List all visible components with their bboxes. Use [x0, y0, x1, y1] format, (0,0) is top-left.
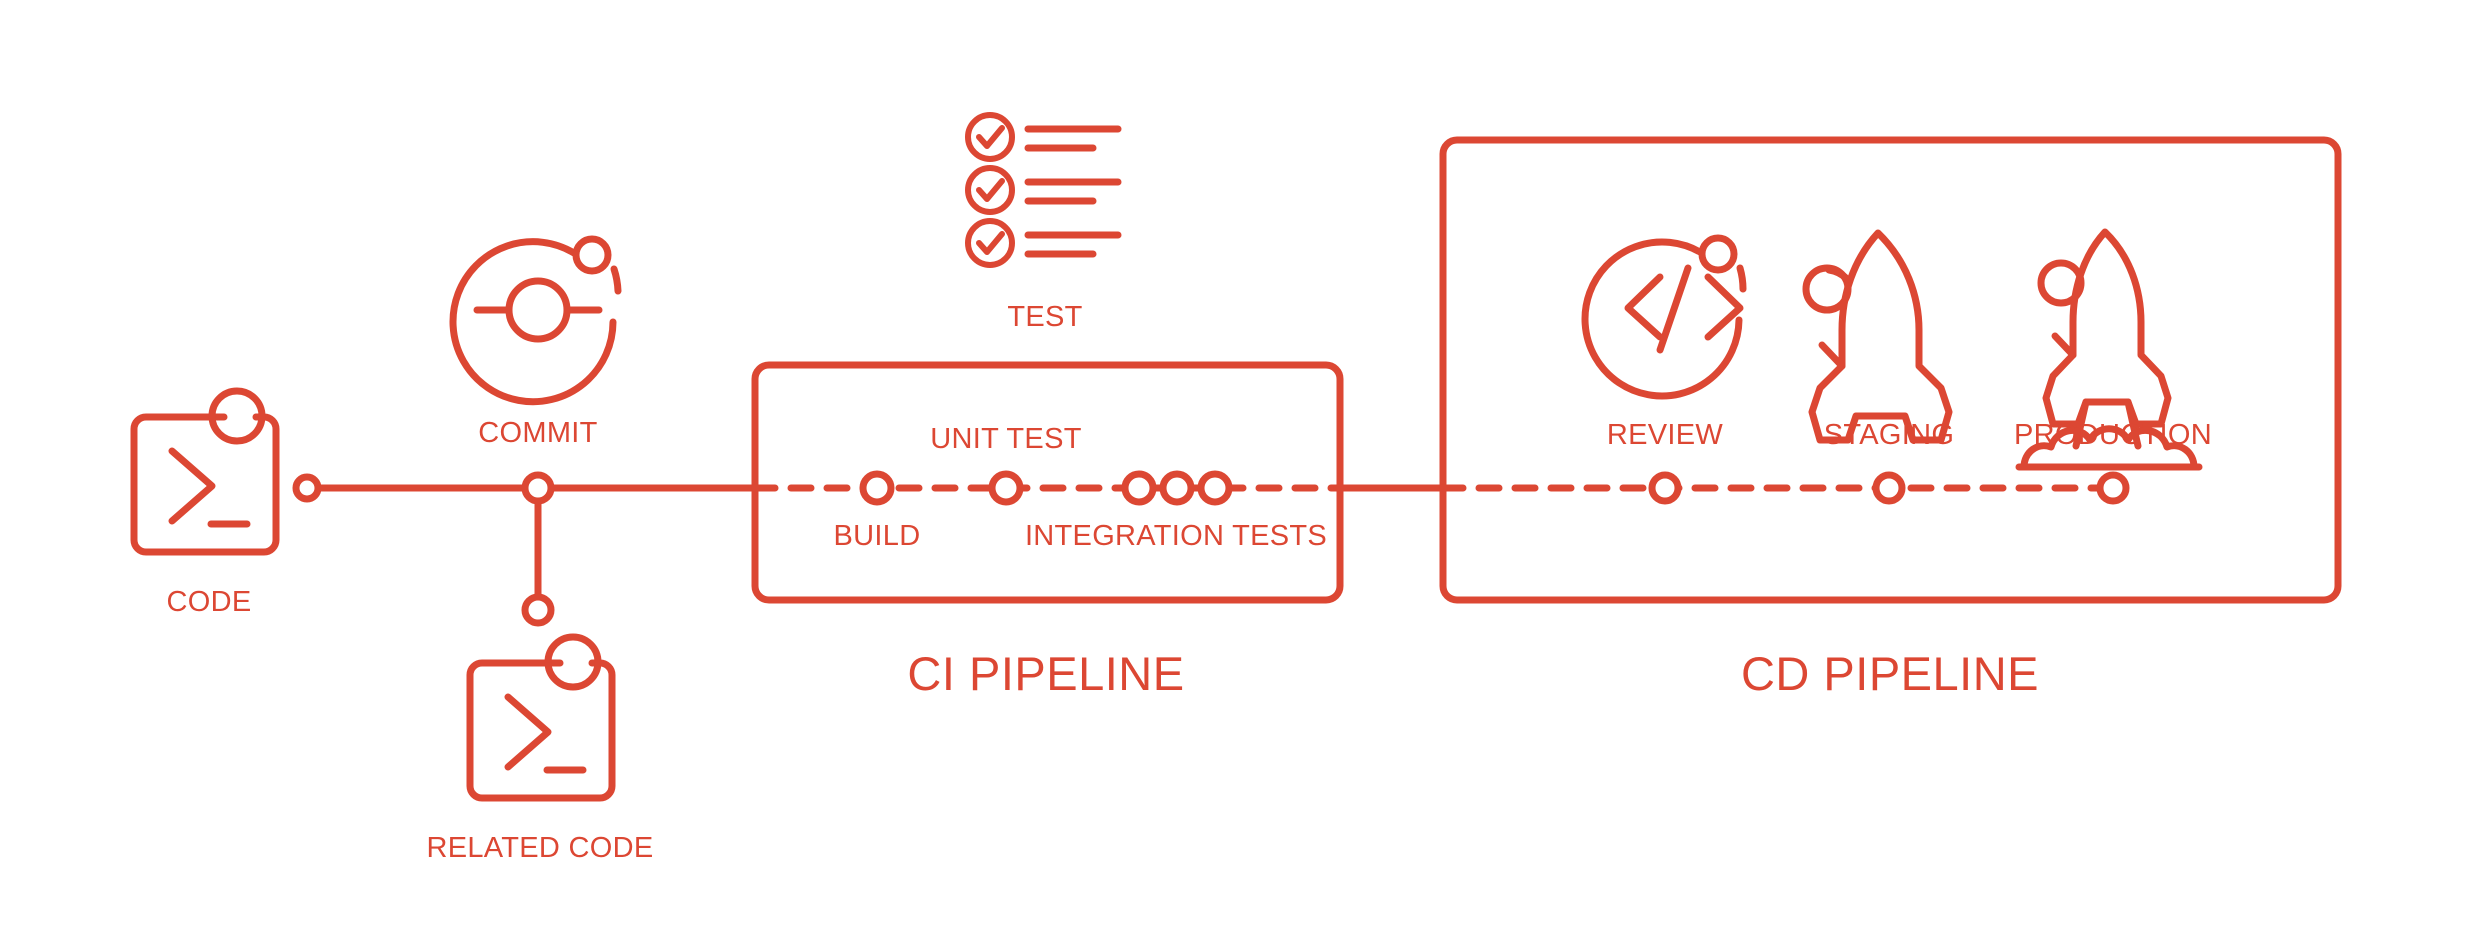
unit-test-label: UNIT TEST — [930, 423, 1081, 455]
cd-pipeline-box — [1439, 136, 2342, 604]
unit-test-node[interactable] — [988, 470, 1024, 506]
rocket-icon[interactable] — [1802, 229, 1953, 444]
cd-pipeline-title: CD PIPELINE — [1741, 647, 2039, 700]
related-code-terminal-icon[interactable] — [466, 633, 616, 802]
ci-pipeline-title: CI PIPELINE — [907, 647, 1184, 700]
integration-test-node-2[interactable] — [1159, 470, 1195, 506]
integration-test-node-3[interactable] — [1197, 470, 1233, 506]
related-code-branch-node[interactable] — [521, 593, 555, 627]
production-label: PRODUCTION — [2014, 419, 2212, 451]
staging-label: STAGING — [1824, 419, 1954, 451]
rocket-launch-icon[interactable] — [2015, 228, 2203, 471]
ci-pipeline-box — [751, 361, 1344, 604]
commit-orbit-icon[interactable] — [449, 235, 622, 406]
code-brackets-circle-icon[interactable] — [1581, 234, 1747, 400]
build-label: BUILD — [834, 520, 921, 552]
build-node[interactable] — [859, 470, 895, 506]
checklist-icon[interactable] — [965, 112, 1122, 268]
commit-node[interactable] — [521, 471, 555, 505]
production-node[interactable] — [2096, 471, 2130, 505]
test-label: TEST — [1007, 301, 1082, 333]
staging-node[interactable] — [1872, 471, 1906, 505]
integration-test-node-1[interactable] — [1121, 470, 1157, 506]
related-code-label: RELATED CODE — [426, 832, 653, 864]
review-node[interactable] — [1648, 471, 1682, 505]
commit-label: COMMIT — [478, 417, 597, 449]
code-node[interactable] — [292, 473, 322, 503]
integration-tests-label: INTEGRATION TESTS — [1025, 520, 1327, 552]
terminal-code-icon[interactable] — [130, 387, 280, 556]
review-label: REVIEW — [1607, 419, 1724, 451]
code-label: CODE — [167, 586, 252, 618]
